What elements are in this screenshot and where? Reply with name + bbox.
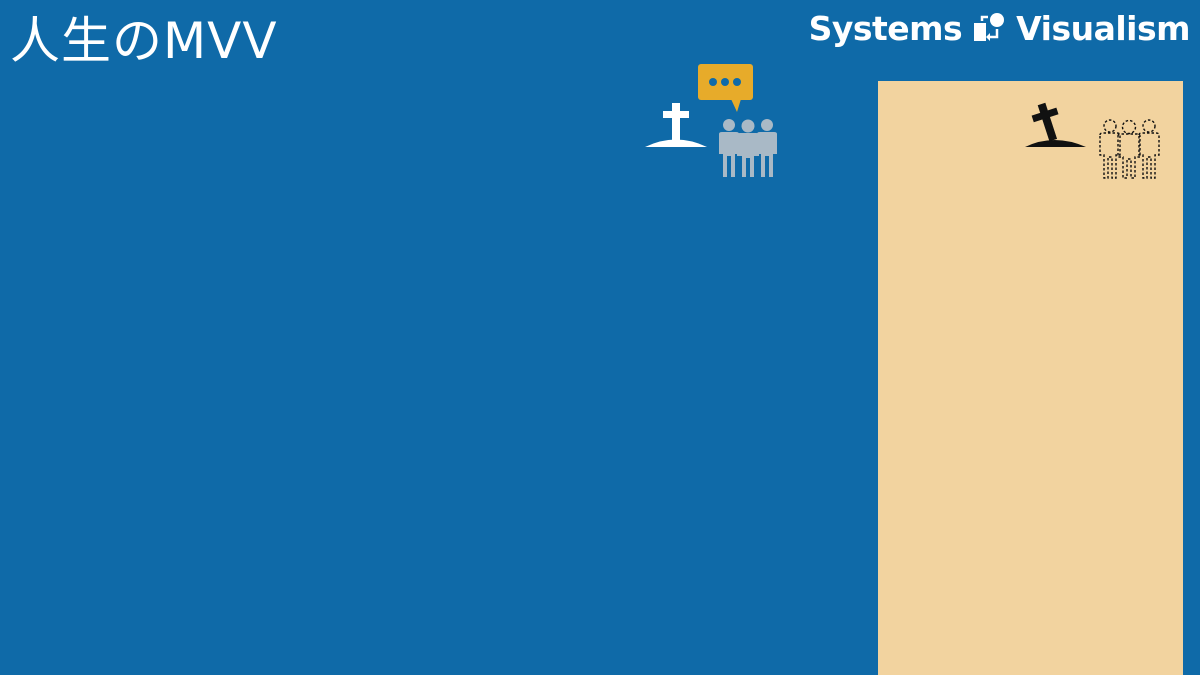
- dashed-people-group-icon: [1099, 119, 1160, 179]
- systems-loop-icon: [974, 13, 1005, 41]
- speech-bubble-icon: [698, 64, 753, 112]
- brand-right-text: Visualism: [1016, 8, 1190, 48]
- brand-left-text: Systems: [808, 8, 963, 48]
- people-group-icon: [719, 119, 777, 177]
- right-panel: [878, 81, 1183, 675]
- grave-icon: [645, 103, 707, 147]
- slide-title: 人生のMVV: [10, 12, 278, 70]
- tilted-grave-icon: [1025, 102, 1086, 147]
- brand-logo: Systems Visualism: [808, 5, 1191, 51]
